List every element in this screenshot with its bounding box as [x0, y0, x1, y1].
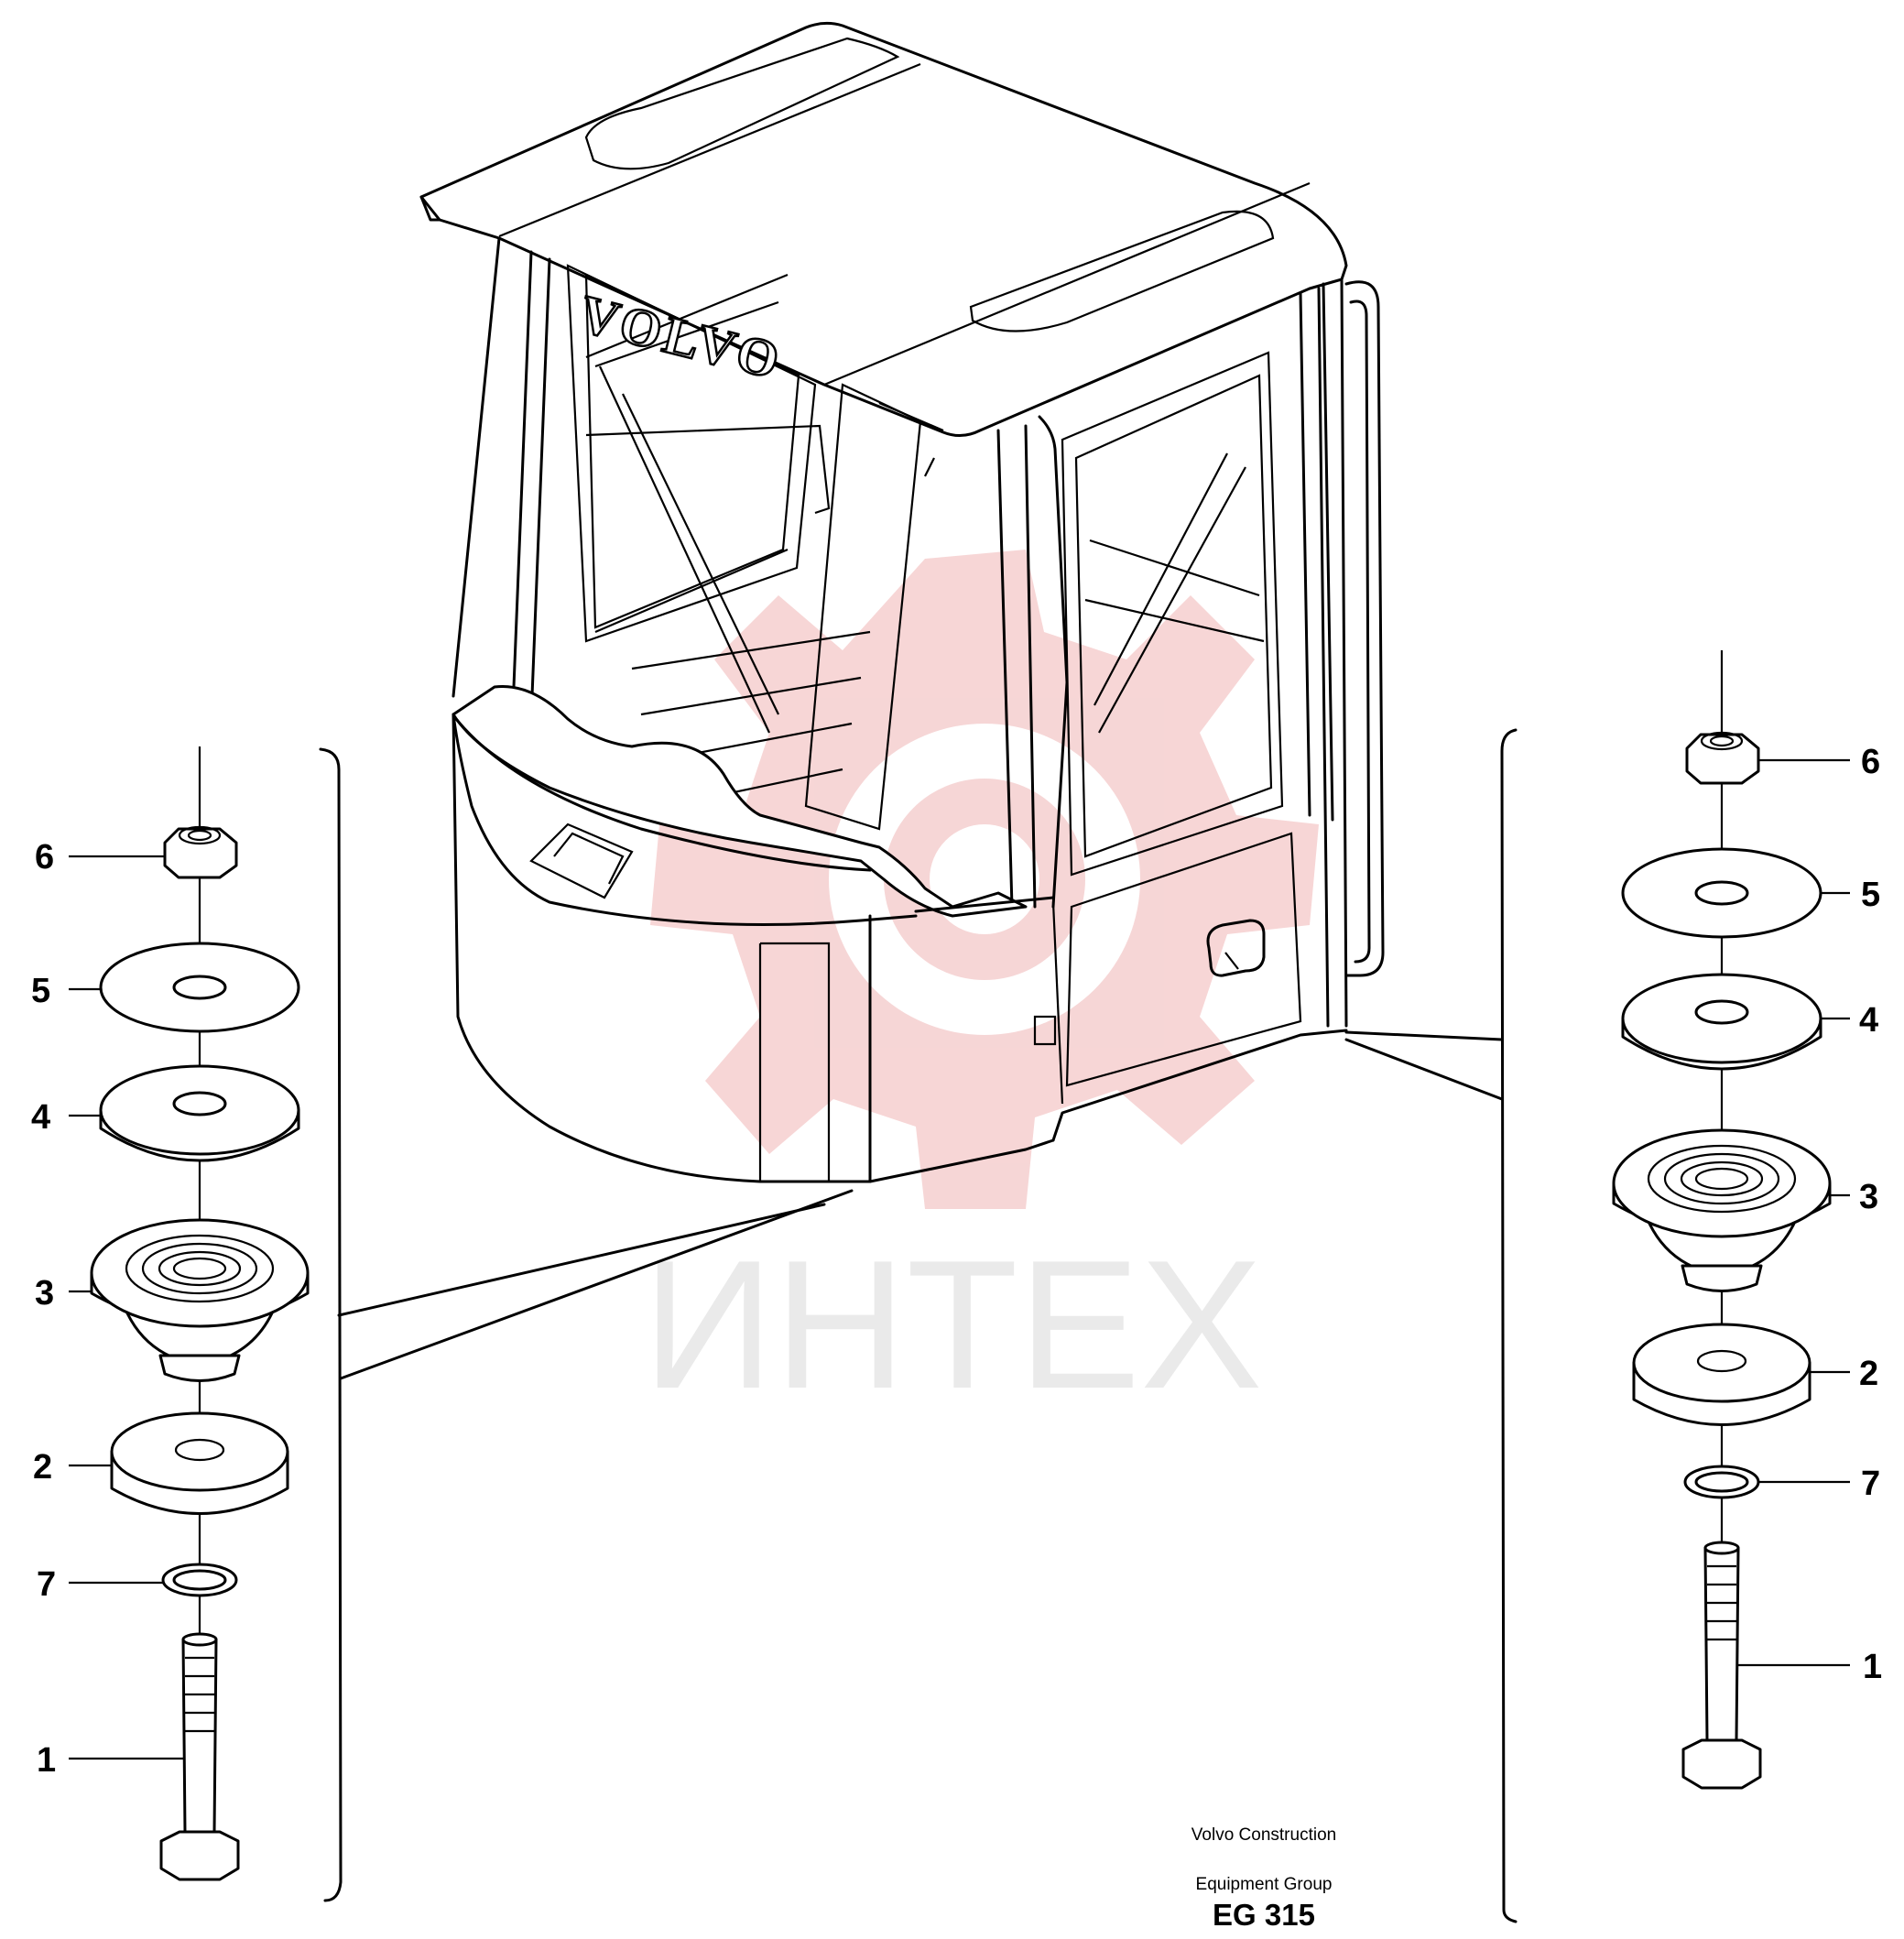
callout-left-6: 6: [35, 838, 54, 877]
callout-right-4: 4: [1859, 1001, 1878, 1040]
callout-left-1: 1: [37, 1741, 56, 1780]
callout-left-4: 4: [31, 1098, 50, 1137]
callout-left-2: 2: [33, 1448, 52, 1487]
callout-left-5: 5: [31, 972, 50, 1010]
caption-company-line1: Volvo Construction: [1191, 1825, 1337, 1845]
front-windshield: [566, 264, 831, 734]
callout-right-6: 6: [1861, 743, 1880, 781]
nut-6-left: [163, 825, 238, 879]
watermark-text: ИНТЕХ: [642, 1223, 1262, 1427]
callout-brackets: [319, 728, 1518, 1923]
washer-4-left: [99, 1064, 300, 1162]
caption-company-line2: Equipment Group: [1195, 1875, 1333, 1894]
callout-right-5: 5: [1861, 876, 1880, 914]
ring-7-right: [1683, 1465, 1760, 1499]
callout-labels-right: 6 5 4 3 2 7 1: [1859, 743, 1882, 1686]
bolt-1-right: [1681, 1541, 1762, 1790]
nut-6-right: [1685, 731, 1760, 785]
callout-right-2: 2: [1859, 1355, 1878, 1393]
spacer-2-left: [110, 1411, 289, 1515]
operator-cab: VOLVO: [419, 21, 1385, 1183]
watermark: ИНТЕХ: [642, 550, 1319, 1427]
rubber-mount-3-right: [1612, 1128, 1832, 1292]
cab-console: [452, 684, 1028, 918]
callout-labels-left: 6 5 4 3 2 7 1: [31, 838, 56, 1780]
cab-door: [1033, 351, 1302, 1105]
washer-5-right: [1621, 847, 1822, 939]
rubber-mount-3-left: [90, 1218, 310, 1382]
callout-right-3: 3: [1859, 1178, 1878, 1216]
washer-5-left: [99, 942, 300, 1033]
ring-7-left: [161, 1563, 238, 1597]
callout-left-3: 3: [35, 1274, 54, 1313]
left-mount-stack: [90, 746, 310, 1881]
caption-diagram-code: EG 315: [1213, 1898, 1315, 1932]
washer-4-right: [1621, 973, 1822, 1071]
leader-lines: [69, 758, 1850, 1760]
callout-left-7: 7: [37, 1565, 56, 1604]
spacer-2-right: [1632, 1323, 1812, 1426]
bolt-1-left: [159, 1632, 240, 1881]
callout-right-1: 1: [1863, 1648, 1882, 1686]
right-mount-stack: [1612, 650, 1832, 1790]
callout-right-7: 7: [1861, 1465, 1880, 1503]
watermark-gear-icon: [650, 550, 1319, 1209]
cab-roof: [419, 21, 1348, 437]
